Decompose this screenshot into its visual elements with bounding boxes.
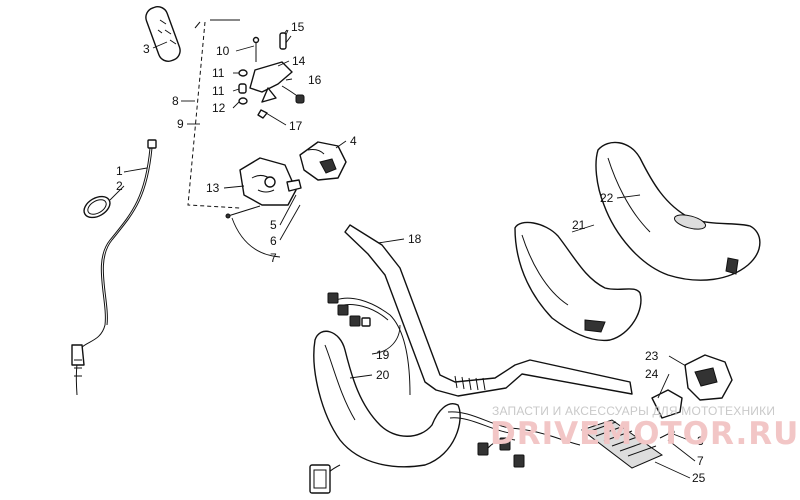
label-23: 23: [645, 349, 659, 363]
wiring-harness: [327, 292, 411, 396]
label-9: 9: [177, 117, 184, 131]
label-6: 6: [270, 234, 277, 248]
left-control-housing: [225, 141, 347, 219]
handlebar: [344, 224, 633, 397]
label-15: 15: [291, 20, 305, 34]
label-21: 21: [572, 218, 586, 232]
label-25: 25: [692, 471, 706, 485]
label-1: 1: [116, 164, 123, 178]
label-17: 17: [289, 119, 303, 133]
hand-guard-inner: [514, 221, 642, 342]
watermark-logo: DRIVEMOTOR.RU: [490, 416, 800, 452]
throttle-lever-parts: [238, 29, 305, 119]
label-16: 16: [308, 73, 322, 87]
throttle-grip: [145, 6, 181, 62]
leader-lines: [109, 29, 696, 479]
label-20: 20: [376, 368, 390, 382]
label-14: 14: [292, 54, 306, 68]
kit-bracket: [187, 19, 241, 209]
label-12: 11: [212, 84, 225, 98]
label-24: 24: [645, 367, 659, 381]
label-22: 22: [600, 191, 614, 205]
label-3-top: 3: [143, 42, 150, 56]
label-11-top: 11: [212, 66, 225, 80]
label-2: 2: [116, 179, 123, 193]
part-labels: 1 2 3 3 4 5 6 7 7 8 9 10 11 11 12 13 14 …: [116, 20, 706, 485]
label-10: 10: [216, 44, 230, 58]
hand-guard-outer: [595, 141, 761, 281]
label-19: 19: [376, 348, 390, 362]
label-7-left: 7: [270, 251, 277, 265]
label-3-right: 3: [697, 434, 704, 448]
heater-wiring: [309, 411, 581, 494]
label-18: 18: [408, 232, 422, 246]
watermark-caption: ЗАПАСТИ И АКСЕССУАРЫ ДЛЯ МОТОТЕХНИКИ: [492, 404, 776, 418]
label-4: 4: [350, 134, 357, 148]
left-hand-guard: [313, 330, 461, 468]
heater-element: [580, 419, 664, 469]
label-5: 5: [270, 218, 277, 232]
label-11-bottom: 12: [212, 101, 226, 115]
label-8: 8: [172, 94, 179, 108]
label-13: 13: [206, 181, 220, 195]
label-7-right: 7: [697, 454, 704, 468]
throttle-cable: [71, 139, 157, 396]
